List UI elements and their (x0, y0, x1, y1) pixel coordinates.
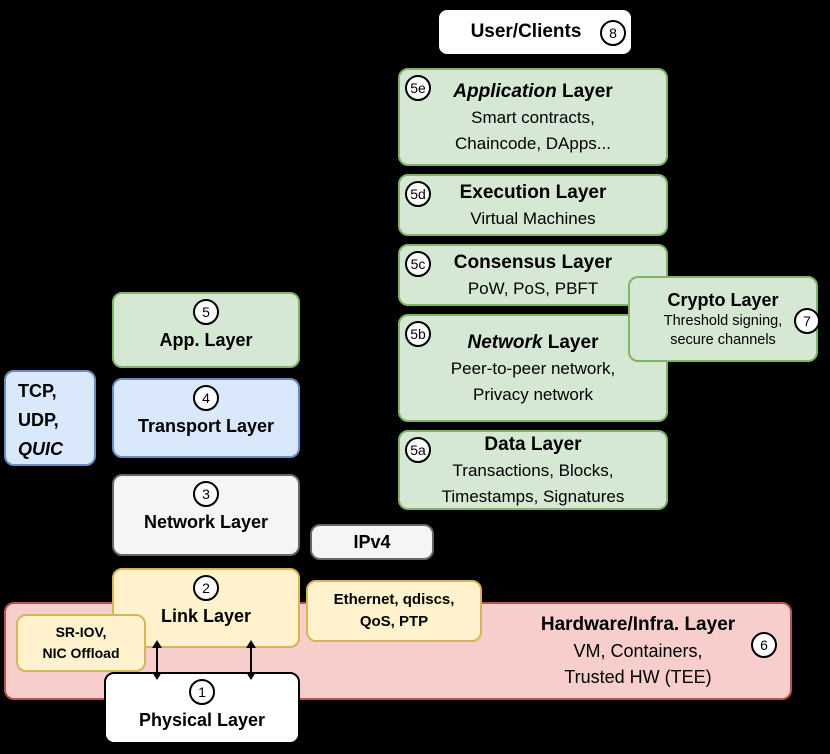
user-clients-box: User/Clients 8 (437, 8, 633, 56)
user-clients-label: User/Clients (470, 21, 582, 42)
badge-3: 3 (193, 481, 219, 507)
crypto-layer-title: Crypto Layer (667, 290, 779, 310)
badge-5a: 5a (405, 437, 431, 463)
hardware-infra-layer-line: Trusted HW (TEE) (564, 667, 712, 687)
link-physical-arrow-right (246, 640, 256, 680)
consensus-layer-line: PoW, PoS, PBFT (467, 278, 599, 298)
data-layer-line: Transactions, Blocks, (452, 460, 614, 480)
badge-7: 7 (794, 308, 820, 334)
crypto-layer-box: Crypto Layer Threshold signing, secure c… (628, 276, 820, 362)
application-layer-title-rest: Layer (556, 80, 613, 102)
crypto-layer-line: secure channels (670, 332, 776, 348)
blockchain-network-layer-box: 5b Network Layer Peer-to-peer network, P… (398, 314, 668, 422)
hardware-infra-layer-title: Hardware/Infra. Layer (540, 614, 736, 635)
blockchain-network-layer-line: Peer-to-peer network, (450, 358, 616, 378)
badge-5e: 5e (405, 75, 431, 101)
execution-layer-box: 5d Execution Layer Virtual Machines (398, 174, 668, 236)
blockchain-network-layer-line: Privacy network (473, 384, 593, 404)
udp-line: UDP, (18, 410, 59, 430)
application-layer-title-italic: Application (453, 80, 557, 102)
network-layer-title: Network Layer (143, 512, 269, 532)
sriov-nic-offload-box: SR-IOV, NIC Offload (16, 614, 146, 672)
consensus-layer-box: 5c Consensus Layer PoW, PoS, PBFT (398, 244, 668, 306)
data-layer-box: 5a Data Layer Transactions, Blocks, Time… (398, 430, 668, 510)
network-layer-box: 3 Network Layer (112, 474, 300, 556)
execution-layer-line: Virtual Machines (470, 208, 596, 228)
badge-1: 1 (189, 679, 215, 705)
application-layer-title: Application Layer (453, 78, 612, 105)
application-layer-box: 5e Application Layer Smart contracts, Ch… (398, 68, 668, 166)
badge-2: 2 (193, 575, 219, 601)
ethernet-qdiscs-box: Ethernet, qdiscs, QoS, PTP (306, 580, 482, 642)
badge-8: 8 (600, 20, 626, 46)
data-layer-title: Data Layer (484, 433, 582, 455)
transport-layer-box: 4 Transport Layer (112, 378, 300, 458)
badge-6: 6 (751, 632, 777, 658)
hardware-infra-layer-line: VM, Containers, (573, 641, 703, 661)
application-layer-line: Chaincode, DApps... (455, 133, 611, 153)
app-layer-title: App. Layer (159, 330, 253, 350)
crypto-layer-line: Threshold signing, (663, 313, 783, 329)
badge-5: 5 (193, 299, 219, 325)
link-physical-arrow-left (152, 640, 162, 680)
physical-layer-box: 1 Physical Layer (104, 672, 300, 744)
consensus-layer-title: Consensus Layer (453, 251, 613, 273)
qos-ptp-line: QoS, PTP (359, 613, 429, 630)
nic-offload-line: NIC Offload (42, 645, 120, 661)
transport-layer-title: Transport Layer (137, 416, 275, 436)
physical-layer-title: Physical Layer (138, 710, 266, 730)
blockchain-network-layer-title: Network Layer (468, 329, 599, 356)
execution-layer-title: Execution Layer (459, 181, 607, 203)
quic-line: QUIC (18, 439, 63, 459)
hardware-infra-layer-content: Hardware/Infra. Layer VM, Containers, Tr… (476, 612, 800, 690)
link-layer-title: Link Layer (160, 606, 252, 626)
badge-5c: 5c (405, 251, 431, 277)
ethernet-line: Ethernet, qdiscs, (333, 591, 455, 608)
badge-5d: 5d (405, 181, 431, 207)
sriov-line: SR-IOV, (55, 624, 107, 640)
ipv4-label: IPv4 (353, 531, 391, 552)
badge-5b: 5b (405, 321, 431, 347)
tcp-udp-quic-box: TCP, UDP, QUIC (4, 370, 96, 466)
blockchain-network-layer-title-italic: Network (467, 331, 543, 353)
badge-4: 4 (193, 385, 219, 411)
blockchain-network-layer-title-rest: Layer (542, 331, 599, 353)
app-layer-box: 5 App. Layer (112, 292, 300, 368)
ipv4-box: IPv4 (310, 524, 434, 560)
application-layer-line: Smart contracts, (471, 107, 595, 127)
tcp-line: TCP, (18, 381, 57, 401)
data-layer-line: Timestamps, Signatures (441, 486, 625, 506)
